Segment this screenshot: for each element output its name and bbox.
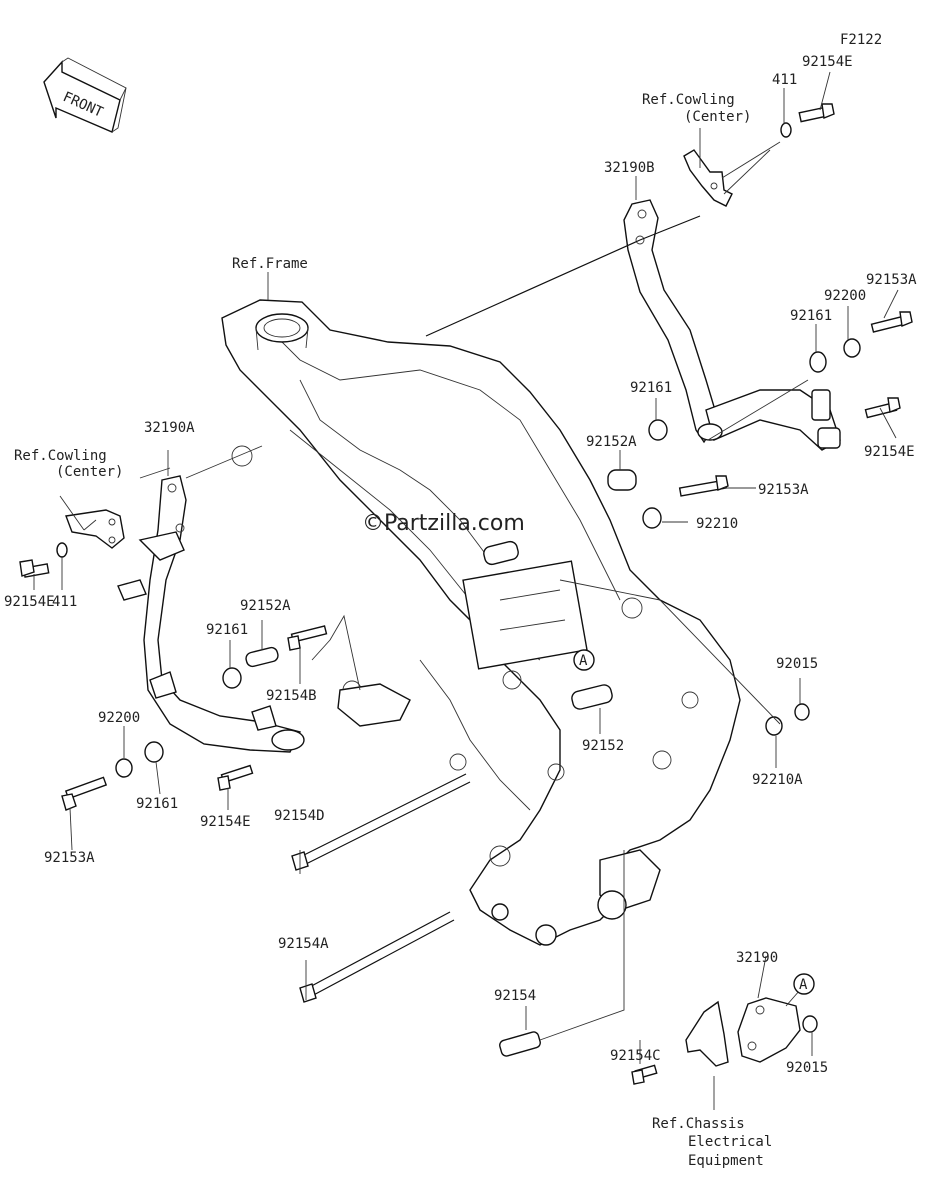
part-label: 92154C: [610, 1048, 661, 1064]
ref-frame-label: Ref.Frame: [232, 256, 308, 272]
part-label: 92153A: [758, 482, 809, 498]
part-label: 92153A: [866, 272, 917, 288]
part-label: 92154D: [274, 808, 325, 824]
front-arrow-icon: FRONT: [43, 57, 127, 133]
part-label: 92152A: [240, 598, 291, 614]
part-label: 92161: [790, 308, 832, 324]
part-label: 92161: [630, 380, 672, 396]
bracket-32190b: [623, 199, 841, 451]
part-label: 32190B: [604, 160, 655, 176]
ref-cowling-left-label: Ref.Cowling: [14, 448, 107, 464]
part-labels: 411 92154E 32190B 92153A 92200 92161 921…: [4, 54, 917, 1076]
main-frame: [221, 299, 741, 946]
ref-cowling-top-sub: (Center): [684, 109, 751, 125]
part-label: 92161: [136, 796, 178, 812]
ref-cowling-top-label: Ref.Cowling: [642, 92, 735, 108]
part-label: 92154B: [266, 688, 317, 704]
fasteners: [19, 103, 913, 1085]
part-label: 92154E: [200, 814, 251, 830]
part-label: 92154A: [278, 936, 329, 952]
part-label: 92210A: [752, 772, 803, 788]
part-label: 92200: [98, 710, 140, 726]
part-label: 92210: [696, 516, 738, 532]
watermark-symbol: ©: [362, 511, 384, 536]
ref-chassis-sub1: Electrical: [688, 1134, 772, 1150]
part-label: 92152A: [586, 434, 637, 450]
part-label: 411: [772, 72, 797, 88]
marker-a-bottom: A: [793, 973, 815, 995]
part-label: 92154E: [4, 594, 55, 610]
leader-lines: [33, 71, 899, 1110]
svg-text:A: A: [579, 653, 588, 669]
watermark: Partzilla.com: [384, 511, 525, 536]
part-label: 92015: [786, 1060, 828, 1076]
part-label: 92015: [776, 656, 818, 672]
ref-chassis-sub2: Equipment: [688, 1153, 764, 1169]
bracket-32190: [685, 997, 801, 1067]
svg-text:A: A: [799, 977, 808, 993]
part-label: 92154E: [864, 444, 915, 460]
marker-a-center: A: [573, 649, 595, 671]
part-label: 32190: [736, 950, 778, 966]
part-label: 92153A: [44, 850, 95, 866]
ref-cowling-left-sub: (Center): [56, 464, 123, 480]
ref-chassis-label: Ref.Chassis: [652, 1116, 745, 1132]
cowling-bracket-left: [65, 509, 125, 549]
cowling-bracket-top: [683, 149, 733, 207]
part-label: 411: [52, 594, 77, 610]
diagram-code: F2122: [840, 32, 882, 48]
bracket-32190a: [117, 475, 305, 753]
part-label: 92161: [206, 622, 248, 638]
part-label: 92154E: [802, 54, 853, 70]
part-label: 92152: [582, 738, 624, 754]
part-label: 92154: [494, 988, 536, 1004]
part-label: 92200: [824, 288, 866, 304]
part-label: 32190A: [144, 420, 195, 436]
